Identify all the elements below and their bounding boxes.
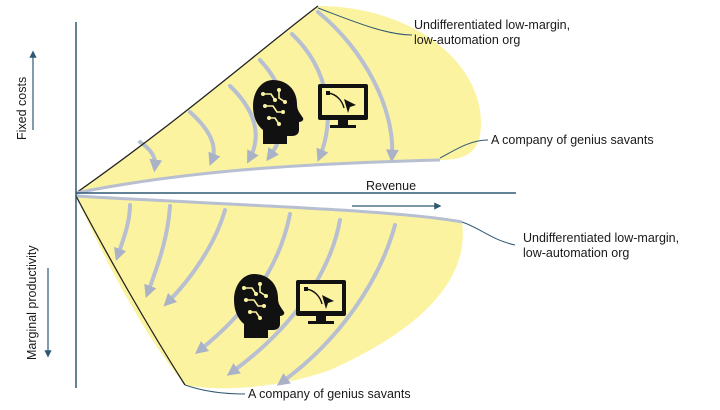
computer-cursor-icon [318, 84, 368, 128]
top-arrow [316, 10, 399, 163]
top-upper-curve [75, 5, 319, 194]
y-axis-label-fixed-costs: Fixed costs [15, 76, 29, 140]
y-axis-label-marginal-productivity: Marginal productivity [25, 245, 39, 360]
top-arrow [188, 110, 221, 166]
leader-line [184, 384, 246, 395]
bottom-arrow [144, 204, 172, 298]
top-lower-curve [75, 158, 441, 195]
leader-line [461, 221, 516, 246]
leader-line [317, 7, 413, 36]
x-axis-label-revenue: Revenue [366, 179, 417, 193]
bottom-lower-curve [75, 195, 186, 386]
top-upper-label: Undifferentiated low-margin, low-automat… [414, 18, 571, 47]
bottom-arrows [114, 203, 397, 386]
bottom-arrow [163, 208, 227, 307]
computer-cursor-icon [296, 280, 346, 324]
bottom-upper-curve [75, 194, 463, 224]
bottom-upper-label: Undifferentiated low-margin, low-automat… [523, 231, 680, 260]
ai-head-icon [234, 274, 285, 338]
ai-head-icon [253, 80, 304, 144]
bottom-lower-label: A company of genius savants [248, 387, 411, 401]
bottom-arrow [114, 203, 132, 262]
top-arrow [228, 84, 259, 164]
top-lower-label: A company of genius savants [491, 133, 654, 147]
bottom-arrow [276, 223, 397, 386]
leader-line [439, 139, 489, 159]
